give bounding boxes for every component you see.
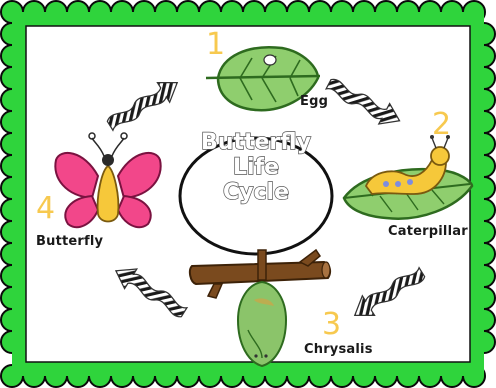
stage-number-chrysalis: 3	[322, 310, 341, 340]
title-line-2: Life	[182, 155, 330, 180]
stage-number-butterfly: 4	[36, 194, 55, 224]
title-line-1: Butterfly	[182, 130, 330, 155]
stage-label-chrysalis: Chrysalis	[304, 342, 373, 357]
stage-number-caterpillar: 2	[432, 110, 451, 140]
stage-number-egg: 1	[206, 30, 225, 60]
stage-label-egg: Egg	[300, 94, 328, 109]
stage-label-butterfly: Butterfly	[36, 234, 103, 249]
diagram-title: Butterfly Life Cycle	[182, 130, 330, 205]
title-line-3: Cycle	[182, 180, 330, 205]
stage-label-caterpillar: Caterpillar	[388, 224, 468, 239]
